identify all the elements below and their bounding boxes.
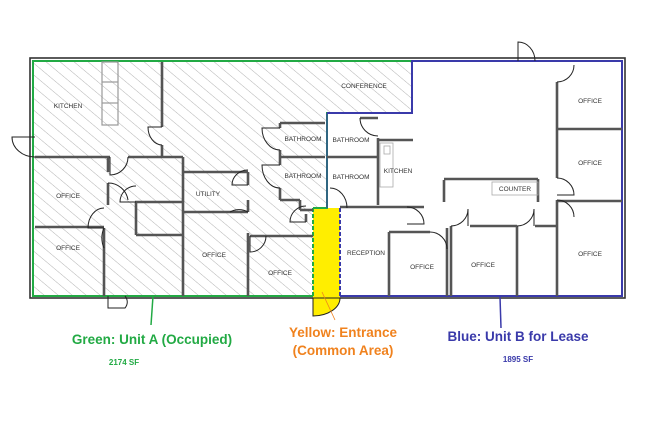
unit-a-leader — [150, 295, 154, 326]
room-label: OFFICE — [56, 245, 80, 252]
room-label: KITCHEN — [54, 103, 83, 110]
room-label: BATHROOM — [332, 174, 369, 181]
unit-a-legend-title: Green: Unit A (Occupied) — [72, 332, 232, 347]
room-label: COUNTER — [499, 186, 531, 193]
room-label: OFFICE — [578, 98, 602, 105]
doors-unit-a — [11, 126, 307, 309]
room-label: BATHROOM — [284, 173, 321, 180]
room-label: BATHROOM — [284, 136, 321, 143]
unit-b-leader — [499, 296, 502, 329]
room-label: OFFICE — [471, 262, 495, 269]
unit-b-legend-area: 1895 SF — [503, 355, 533, 364]
entrance-legend-line2: (Common Area) — [293, 343, 394, 358]
unit-b-legend-title: Blue: Unit B for Lease — [447, 329, 589, 344]
doors-unit-b — [329, 41, 575, 250]
entrance-leader — [321, 291, 336, 321]
room-label: OFFICE — [202, 252, 226, 259]
room-label: BATHROOM — [332, 137, 369, 144]
entrance-legend-line1: Yellow: Entrance — [289, 325, 398, 340]
room-label: UTILITY — [196, 191, 221, 198]
room-label: CONFERENCE — [341, 83, 387, 90]
room-label: OFFICE — [56, 193, 80, 200]
entrance-area — [312, 208, 341, 317]
unit-a-legend-area: 2174 SF — [109, 358, 139, 367]
room-label: OFFICE — [578, 251, 602, 258]
walls-unit-a — [35, 61, 325, 296]
room-label: RECEPTION — [347, 250, 385, 257]
room-label: KITCHEN — [384, 168, 413, 175]
room-label: OFFICE — [410, 264, 434, 271]
room-label: OFFICE — [578, 160, 602, 167]
unit-b-boundary — [327, 60, 623, 297]
unit-a-area — [33, 61, 412, 296]
room-label: OFFICE — [268, 270, 292, 277]
